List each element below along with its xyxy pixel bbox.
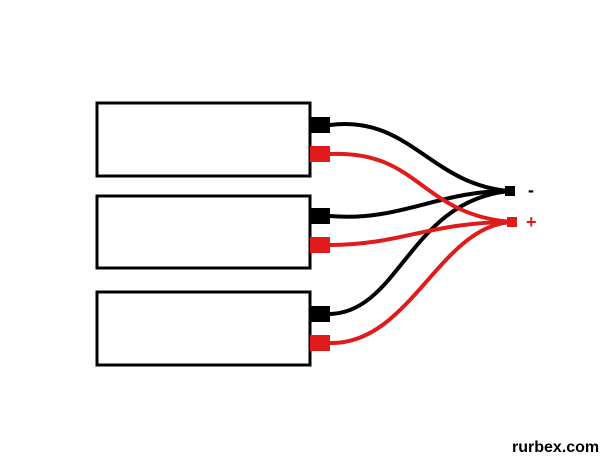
positive-wires — [328, 151, 514, 346]
battery-2 — [95, 194, 330, 270]
watermark-text: rurbex.com — [512, 439, 600, 456]
positive-junction — [507, 217, 517, 227]
negative-wire-3 — [328, 189, 512, 316]
negative-wire-1 — [328, 122, 512, 193]
battery-2-body — [95, 194, 312, 270]
battery-3-negative-terminal — [310, 306, 330, 322]
battery-3 — [95, 290, 330, 367]
positive-wire-1 — [328, 151, 514, 224]
positive-wire-3 — [328, 220, 514, 346]
battery-2-positive-terminal — [310, 237, 330, 253]
negative-wire-2 — [328, 188, 512, 219]
battery-3-positive-terminal — [310, 335, 330, 351]
negative-wires — [328, 122, 512, 316]
battery-1-body — [95, 101, 312, 178]
battery-1-negative-terminal — [310, 117, 330, 133]
positive-wire-2 — [328, 220, 514, 247]
positive-label: + — [526, 212, 537, 232]
battery-3-body — [95, 290, 312, 367]
battery-1 — [95, 101, 330, 178]
negative-junction — [505, 186, 515, 196]
negative-label: - — [528, 180, 534, 200]
battery-1-positive-terminal — [310, 146, 330, 162]
battery-2-negative-terminal — [310, 208, 330, 224]
